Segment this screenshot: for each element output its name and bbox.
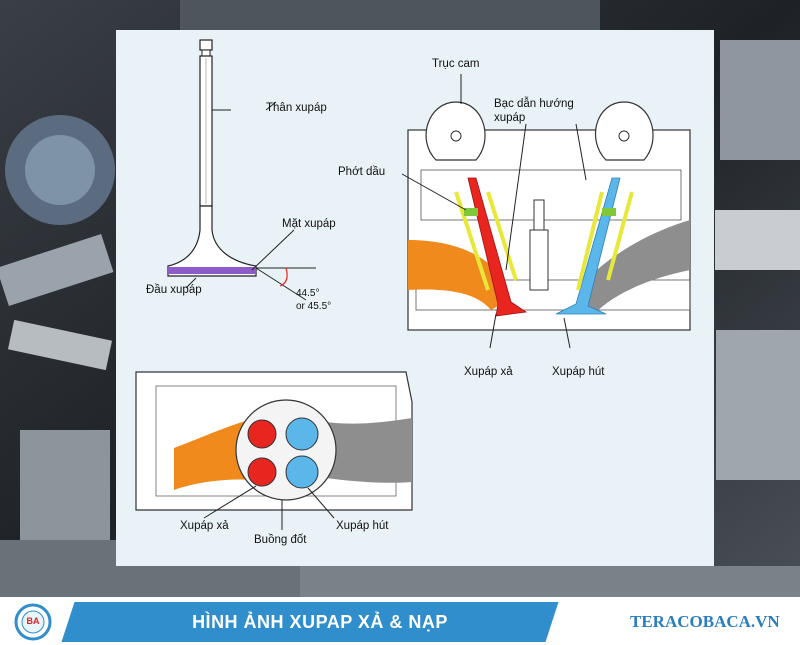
label-valve-guide-2: xupáp xyxy=(494,112,526,124)
exhaust-oil-seal xyxy=(464,208,478,216)
intake-valve-circle-bottom xyxy=(285,455,319,489)
cylinder-head-cross-section xyxy=(401,74,691,349)
exhaust-valve xyxy=(467,177,528,317)
exhaust-valve-circle-bottom xyxy=(247,457,277,487)
label-exhaust-valve: Xupáp xả xyxy=(464,366,513,378)
intake-port-top xyxy=(326,418,412,483)
page-title: HÌNH ẢNH XUPAP XẢ & NẠP xyxy=(192,612,448,632)
label-intake-valve-bottom: Xupáp hút xyxy=(336,520,389,532)
label-intake-valve: Xupáp hút xyxy=(552,366,605,378)
label-valve-head: Đầu xupáp xyxy=(146,284,202,296)
website-link[interactable]: TERACOBACA.VN xyxy=(630,612,780,631)
intake-valve-circle-top xyxy=(285,417,319,451)
label-camshaft: Trục cam xyxy=(432,58,480,70)
label-combustion-chamber: Buồng đốt xyxy=(254,534,307,546)
valve-diagram-svg xyxy=(135,39,691,530)
label-valve-face: Mặt xupáp xyxy=(282,218,336,230)
label-oil-seal: Phớt dầu xyxy=(338,166,386,178)
combustion-chamber-top-view xyxy=(135,371,413,530)
valve-stem xyxy=(199,39,213,51)
exhaust-port xyxy=(408,240,508,310)
label-angle-2: or 45.5° xyxy=(296,301,332,312)
label-valve-guide: Bạc dẫn hướng xyxy=(494,98,574,110)
intake-port xyxy=(576,220,690,314)
valve-head xyxy=(167,205,257,277)
label-valve-stem: Thân xupáp xyxy=(266,102,327,114)
label-exhaust-valve-bottom: Xupáp xả xyxy=(180,520,229,532)
label-angle-1: 44.5° xyxy=(296,288,320,299)
brand-logo-icon xyxy=(14,603,52,641)
brand-logo-text: BA xyxy=(26,616,40,626)
valve-face-highlight xyxy=(168,267,256,274)
exhaust-port-top xyxy=(174,418,256,490)
exhaust-valve-circle-top xyxy=(247,419,277,449)
intake-oil-seal xyxy=(602,208,616,216)
